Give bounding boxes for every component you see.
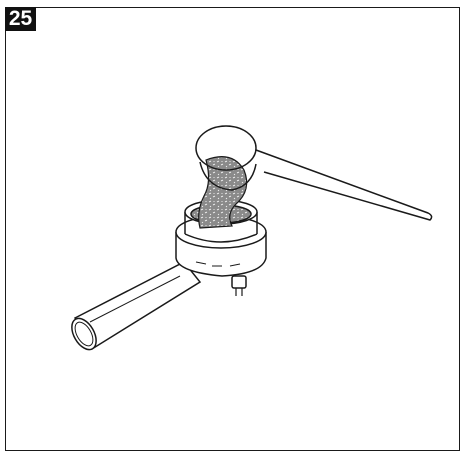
coffee-scoop-icon [195,125,433,221]
step-number-badge: 25 [5,7,36,31]
coffee-grounds-stream-icon [198,156,248,229]
portafilter-handle [71,261,202,351]
